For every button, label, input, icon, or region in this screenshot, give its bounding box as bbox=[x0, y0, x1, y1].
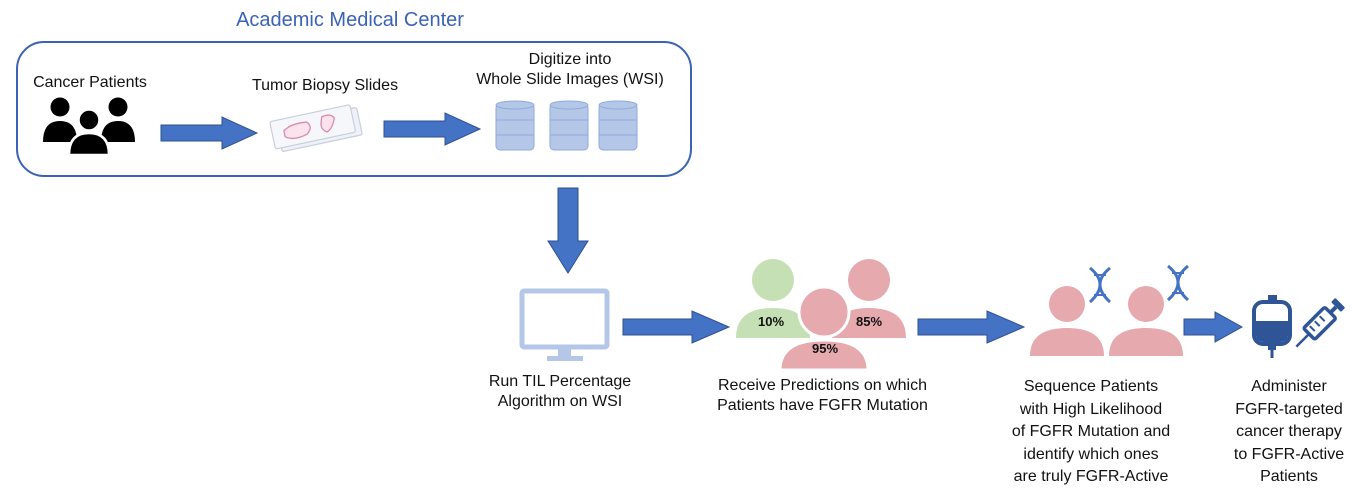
label-receive-line2: Patients have FGFR Mutation bbox=[717, 397, 928, 414]
database-icon bbox=[598, 100, 638, 151]
label-administer-line: to FGFR-Active bbox=[1233, 445, 1345, 463]
label-sequence-line: Sequence Patients bbox=[1023, 378, 1159, 395]
computer-monitor-icon bbox=[519, 288, 610, 361]
diagram-title: Academic Medical Center bbox=[236, 9, 464, 31]
label-digitize-line1: Digitize into bbox=[528, 51, 612, 68]
patient-icon bbox=[1030, 286, 1183, 356]
patient-low-likelihood-icon: 10% bbox=[736, 259, 810, 338]
arrow-to-predictions bbox=[622, 310, 731, 344]
patients-group-icon bbox=[43, 97, 135, 157]
label-run-line2: Algorithm on WSI bbox=[497, 393, 623, 410]
label-sequence-patients: Sequence Patients with High Likelihood o… bbox=[996, 376, 1186, 489]
label-cancer-patients: Cancer Patients bbox=[33, 74, 147, 91]
iv-bag-icon bbox=[1252, 295, 1292, 358]
label-administer-line: Administer bbox=[1251, 378, 1327, 395]
label-run-line1: Run TIL Percentage bbox=[488, 373, 632, 390]
label-sequence-line: of FGFR Mutation and bbox=[1011, 423, 1171, 440]
dna-icon bbox=[1088, 266, 1112, 304]
patient-highest-likelihood-icon: 95% bbox=[778, 285, 870, 372]
label-administer-therapy: Administer FGFR-targeted cancer therapy … bbox=[1222, 376, 1356, 489]
tumor-slides-icon bbox=[269, 104, 363, 152]
label-run-algorithm: Run TIL Percentage Algorithm on WSI bbox=[460, 372, 660, 412]
prediction-green-value: 10% bbox=[758, 314, 784, 329]
prediction-right-value: 85% bbox=[856, 314, 882, 329]
label-administer-line: Patients bbox=[1260, 468, 1318, 485]
arrow-to-therapy bbox=[1183, 311, 1244, 343]
syringe-icon bbox=[1295, 298, 1345, 348]
arrow-down-to-algorithm bbox=[547, 187, 589, 274]
arrow-to-slides bbox=[160, 116, 259, 150]
academic-medical-center-box bbox=[16, 41, 692, 177]
label-administer-line: cancer therapy bbox=[1236, 423, 1342, 440]
dna-icon bbox=[1166, 264, 1190, 302]
label-digitize: Digitize into Whole Slide Images (WSI) bbox=[455, 50, 685, 90]
label-sequence-line: identify which ones bbox=[1023, 445, 1159, 463]
database-icon bbox=[495, 100, 535, 151]
arrow-to-wsi bbox=[383, 112, 482, 146]
label-receive-line1: Receive Predictions on which bbox=[718, 377, 927, 394]
sequenced-patients-group bbox=[1030, 264, 1190, 356]
label-tumor-biopsy-slides: Tumor Biopsy Slides bbox=[251, 77, 399, 94]
label-sequence-line: with High Likelihood bbox=[1019, 400, 1163, 418]
label-receive-predictions: Receive Predictions on which Patients ha… bbox=[690, 376, 955, 416]
prediction-patients-group: 10% 85% 95% bbox=[736, 259, 906, 372]
label-sequence-line: are truly FGFR-Active bbox=[1013, 468, 1169, 485]
label-digitize-line2: Whole Slide Images (WSI) bbox=[476, 71, 664, 88]
arrow-to-sequencing bbox=[917, 310, 1026, 344]
database-icon bbox=[549, 100, 589, 151]
database-icons bbox=[495, 100, 638, 151]
label-administer-line: FGFR-targeted bbox=[1235, 400, 1343, 418]
prediction-center-value: 95% bbox=[812, 341, 838, 356]
patient-high-likelihood-icon: 85% bbox=[832, 259, 906, 338]
